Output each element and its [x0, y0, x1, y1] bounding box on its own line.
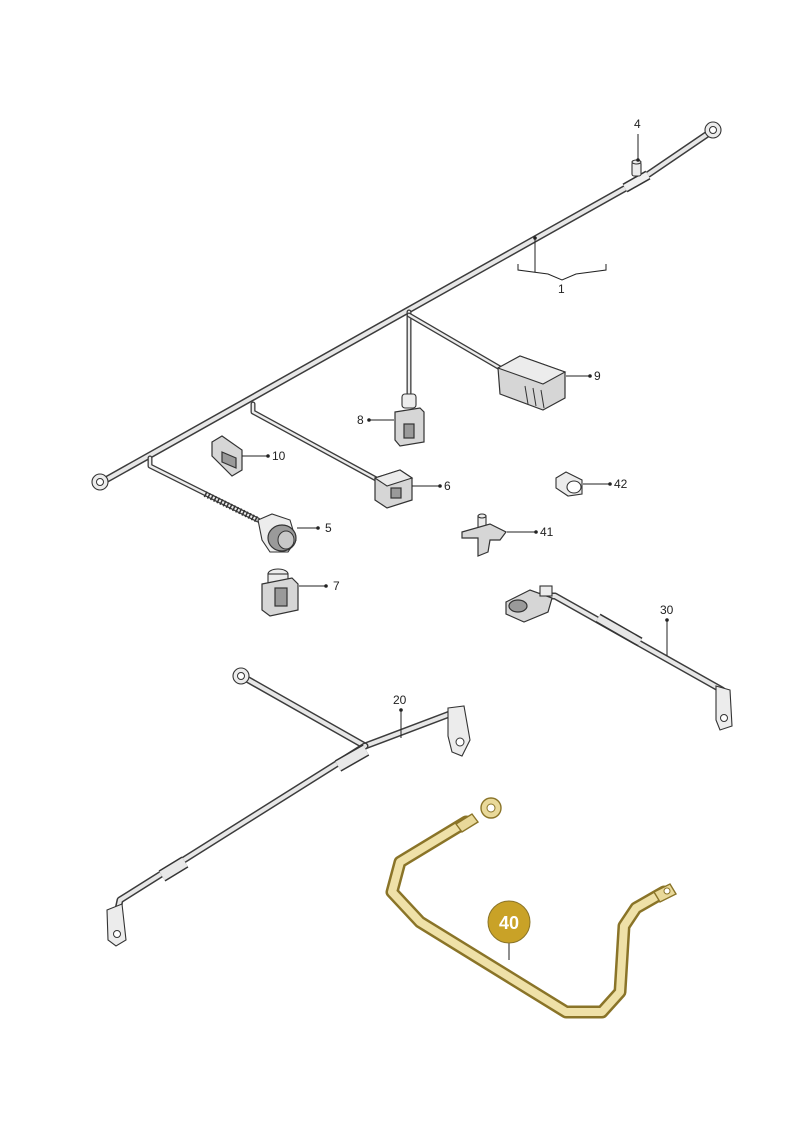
sensor-part-5[interactable]	[257, 513, 297, 553]
label-5: 5	[325, 521, 332, 535]
bracket-part-10[interactable]	[211, 435, 243, 477]
battery-cable-part-30[interactable]	[505, 585, 733, 731]
wiring-harness-part-1[interactable]	[91, 121, 722, 523]
label-1: 1	[558, 282, 565, 296]
label-20: 20	[393, 693, 407, 707]
label-10: 10	[272, 449, 286, 463]
callout-8: 8	[357, 413, 394, 427]
ring-terminal-right	[704, 121, 722, 139]
label-40: 40	[499, 913, 519, 933]
callout-10: 10	[242, 449, 286, 463]
callout-41: 41	[507, 525, 554, 539]
label-41: 41	[540, 525, 554, 539]
callout-1: 1	[517, 236, 607, 296]
connector-part-9[interactable]	[496, 355, 567, 411]
connector-part-6[interactable]	[373, 469, 414, 509]
ground-cable-part-40[interactable]	[385, 797, 677, 1019]
highlight-badge[interactable]	[487, 900, 531, 944]
label-4: 4	[634, 117, 641, 131]
callout-7: 7	[299, 579, 340, 593]
label-9: 9	[594, 369, 601, 383]
callout-30: 30	[660, 603, 674, 656]
label-42: 42	[614, 477, 628, 491]
label-6: 6	[444, 479, 451, 493]
cable-part-20[interactable]	[106, 667, 471, 947]
label-8: 8	[357, 413, 364, 427]
callout-9: 9	[566, 369, 601, 383]
callout-42: 42	[583, 477, 628, 491]
callout-5: 5	[297, 521, 332, 535]
callout-20: 20	[393, 693, 407, 738]
callout-40[interactable]: 40	[487, 900, 531, 960]
label-30: 30	[660, 603, 674, 617]
plug-part-4[interactable]	[631, 159, 642, 177]
label-7: 7	[333, 579, 340, 593]
callout-6: 6	[412, 479, 451, 493]
clip-part-42[interactable]	[555, 471, 583, 497]
bracket-part-41[interactable]	[461, 513, 507, 557]
connector-part-7[interactable]	[261, 568, 299, 617]
ring-terminal-left	[91, 473, 109, 491]
callout-4: 4	[634, 117, 641, 162]
connector-part-8[interactable]	[394, 393, 425, 447]
